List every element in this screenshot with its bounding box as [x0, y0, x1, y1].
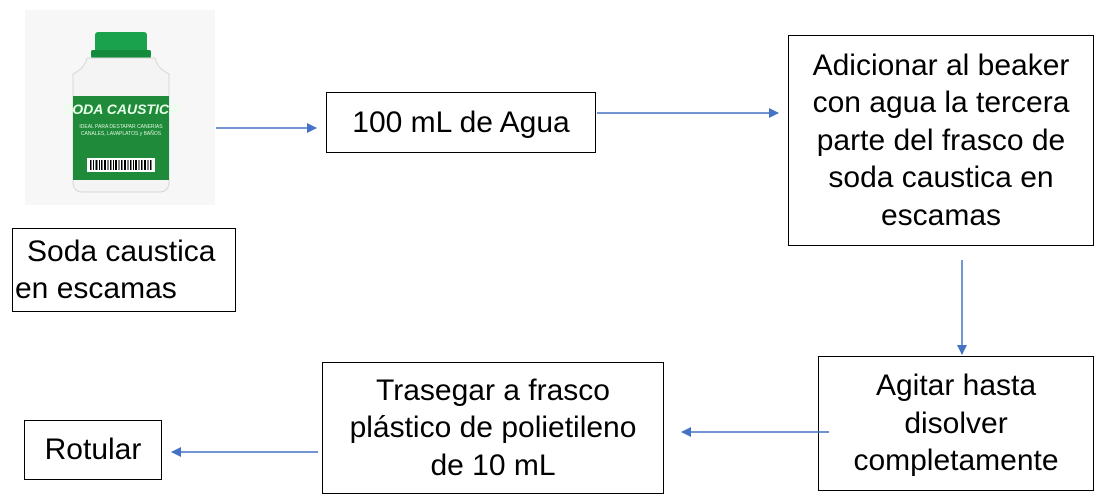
bottle-brand-text: SODA CAUSTICA — [63, 101, 179, 117]
add-step-line-3: parte del frasco de — [816, 123, 1066, 157]
label-step-box: Rotular — [24, 420, 162, 480]
add-step-line-1: Adicionar al beaker — [812, 48, 1070, 82]
soda-label-line-2: en escamas — [15, 272, 177, 305]
soda-caustica-bottle-image: SODA CAUSTICA IDEAL PARA DESTAPAR CANERI… — [25, 10, 215, 205]
transfer-step-line-1: Trasegar a frasco — [376, 373, 610, 407]
transfer-step-line-2: plástico de polietileno — [349, 411, 637, 445]
bottle-cap-ring — [91, 50, 151, 58]
add-soda-step-box: Adicionar al beaker con agua la tercera … — [788, 35, 1094, 246]
stir-step-box: Agitar hasta disolver completamente — [818, 356, 1094, 491]
bottle-barcode — [87, 158, 155, 172]
add-step-line-5: escamas — [880, 198, 1002, 232]
label-step-text: Rotular — [44, 433, 142, 467]
bottle-small-text-1: IDEAL PARA DESTAPAR CANERIAS — [79, 124, 163, 130]
soda-caustica-label-box: Soda caustica en escamas — [12, 228, 236, 312]
stir-step-line-2: disolver — [904, 406, 1008, 440]
transfer-step-box: Trasegar a frasco plástico de polietilen… — [322, 362, 664, 494]
water-step-text: 100 mL de Agua — [352, 105, 570, 139]
stir-step-line-1: Agitar hasta — [875, 369, 1037, 403]
transfer-step-line-3: de 10 mL — [430, 448, 556, 482]
water-step-box: 100 mL de Agua — [326, 92, 596, 153]
stir-step-line-3: completamente — [853, 444, 1059, 478]
soda-label-line-1: Soda caustica — [27, 234, 216, 268]
add-step-line-2: con agua la tercera — [812, 86, 1070, 120]
add-step-line-4: soda caustica en — [828, 161, 1054, 195]
bottle-small-text-2: CANALES, LAVAPLATOS y BAÑOS — [81, 130, 162, 137]
bottle-cap — [95, 32, 147, 54]
bottle-illustration: SODA CAUSTICA IDEAL PARA DESTAPAR CANERI… — [63, 32, 179, 193]
